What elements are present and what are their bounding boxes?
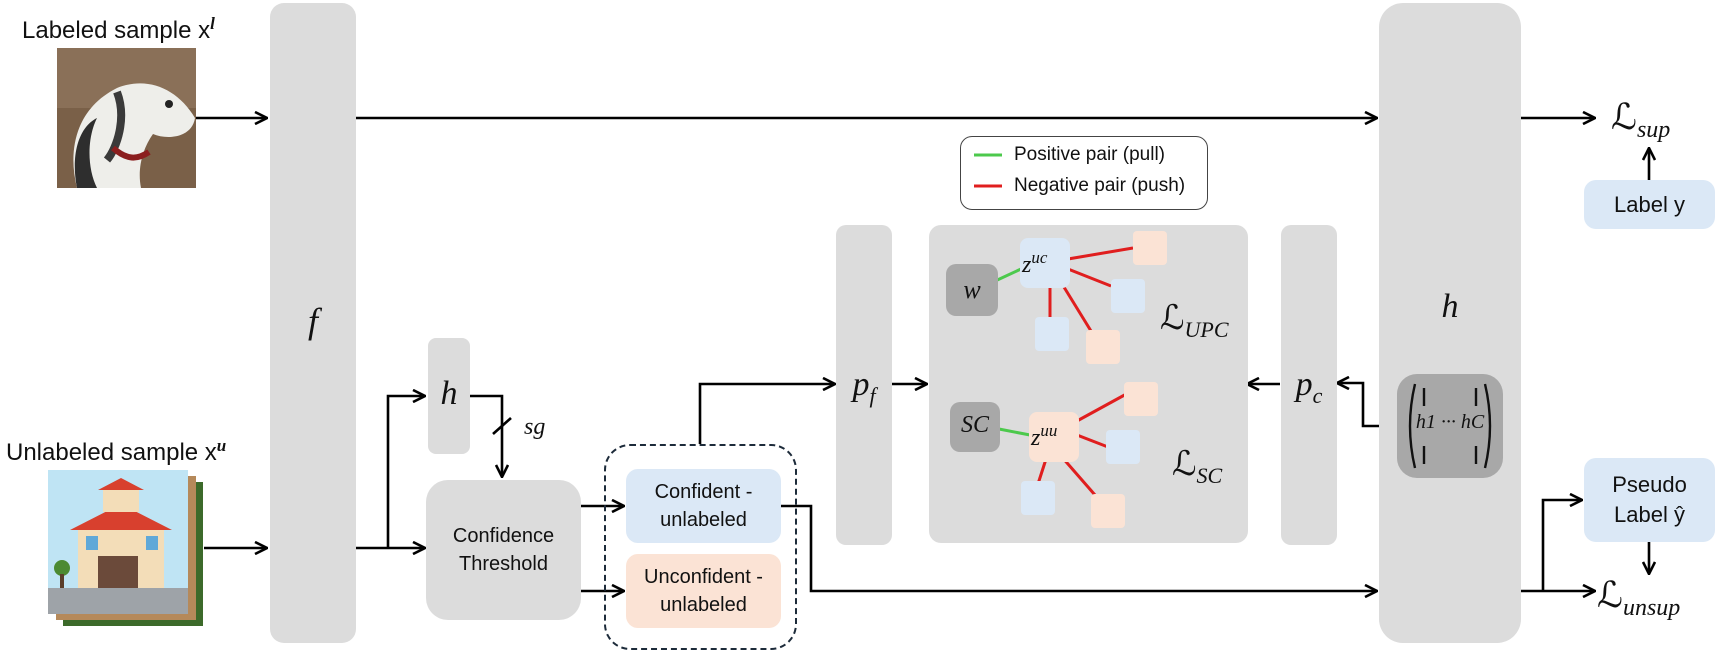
edge-sc-zuu-pos xyxy=(998,427,1031,437)
unlabeled-split-group xyxy=(604,444,797,650)
loss-unsup-symbol: ℒ xyxy=(1597,575,1623,616)
z-uc-sup: uc xyxy=(1031,248,1048,267)
anchor-w-label: w xyxy=(963,275,981,304)
classifier-matrix-box xyxy=(1397,374,1503,478)
unconfident-unlabeled-box: Unconfident -unlabeled xyxy=(626,554,781,628)
edge-zuu-neg1 xyxy=(1076,390,1131,423)
anchor-sc-box xyxy=(950,402,1000,452)
edge-zuc-neg1 xyxy=(1067,246,1134,261)
z-uu-label: zuu xyxy=(1031,421,1057,452)
loss-unsup: ℒunsup xyxy=(1597,574,1680,622)
projector-pf-label: pf xyxy=(836,366,892,409)
loss-upc-symbol: ℒ xyxy=(1160,298,1185,338)
z-uc-label: zuc xyxy=(1022,248,1047,279)
z-uu-node xyxy=(1029,412,1079,462)
anchor-sc-label: SC xyxy=(960,412,989,438)
loss-unsup-sub: unsup xyxy=(1622,595,1681,622)
negative-sample-square xyxy=(1124,382,1158,416)
unlabeled-sample-sup: u xyxy=(216,436,227,455)
projector-pf-sub: f xyxy=(869,382,876,408)
unlabeled-sample-label: Unlabeled sample xu xyxy=(6,436,226,467)
unlabeled-sample-image xyxy=(48,470,188,614)
z-uu-base: z xyxy=(1031,425,1041,451)
loss-sup: ℒsup xyxy=(1611,96,1670,144)
legend xyxy=(960,136,1208,210)
pseudo-label-box: Pseudo Label ŷ xyxy=(1584,458,1715,542)
negative-sample-square xyxy=(1086,330,1120,364)
anchor-w-box xyxy=(946,264,998,316)
legend-swatches xyxy=(974,153,1002,188)
confident-unlabeled-box: Confident -unlabeled xyxy=(626,469,781,543)
labeled-sample-image xyxy=(57,48,196,188)
stop-grad-tick xyxy=(492,417,512,435)
loss-sup-symbol: ℒ xyxy=(1611,97,1637,138)
negative-sample-square xyxy=(1035,317,1069,351)
loss-upc: ℒUPC xyxy=(1160,298,1229,343)
negative-sample-square xyxy=(1111,279,1145,313)
legend-negative-label: Negative pair (push) xyxy=(1014,175,1186,196)
classifier-h-label: h xyxy=(1441,288,1459,325)
projector-pf-base: p xyxy=(852,366,870,403)
encoder-f-block xyxy=(270,3,356,643)
confidence-threshold-box: Confidence Threshold xyxy=(426,480,581,620)
loss-sc-sub: SC xyxy=(1196,462,1223,488)
edge-zuc-neg4 xyxy=(1057,278,1093,332)
negative-sample-square xyxy=(1133,231,1167,265)
unlabeled-sample-text: Unlabeled sample x xyxy=(6,439,217,466)
encoder-f-label: f xyxy=(307,301,318,341)
loss-sc: ℒSC xyxy=(1172,444,1222,489)
h-small-block xyxy=(428,338,470,454)
edge-zuu-neg2 xyxy=(1076,433,1109,449)
classifier-matrix-brackets xyxy=(1408,383,1492,469)
label-y-box: Label y xyxy=(1584,180,1715,229)
arrow-f-to-h-small xyxy=(386,396,424,548)
z-uc-base: z xyxy=(1022,252,1032,278)
labeled-sample-text: Labeled sample x xyxy=(22,17,211,44)
classifier-h-block xyxy=(1379,3,1521,643)
negative-sample-square xyxy=(1106,430,1140,464)
projector-pc-base: p xyxy=(1295,366,1313,403)
stop-grad-label: sg xyxy=(524,414,546,440)
arrow-to-pf xyxy=(698,384,834,444)
negative-sample-square xyxy=(1021,481,1055,515)
arrow-h-to-pseudo xyxy=(1541,500,1581,591)
z-uu-sup: uu xyxy=(1040,421,1058,440)
labeled-sample-sup: l xyxy=(210,14,215,33)
loss-upc-sub: UPC xyxy=(1184,316,1229,342)
h-small-label: h xyxy=(440,375,458,412)
z-uc-node xyxy=(1020,238,1070,288)
negative-sample-square xyxy=(1091,494,1125,528)
projector-pc-sub: c xyxy=(1312,382,1323,408)
projector-pc-label: pc xyxy=(1281,366,1337,409)
arrow-h-small-to-threshold xyxy=(470,394,502,476)
labeled-sample-label: Labeled sample xl xyxy=(22,14,215,45)
projector-pf-block xyxy=(836,225,892,545)
loss-sup-sub: sup xyxy=(1636,117,1671,144)
loss-sc-symbol: ℒ xyxy=(1172,444,1197,484)
edge-zuu-neg4 xyxy=(1059,455,1097,496)
classifier-matrix-label: h1 ··· hC xyxy=(1415,411,1485,433)
projector-pc-block xyxy=(1281,225,1337,545)
legend-positive-label: Positive pair (pull) xyxy=(1014,144,1165,165)
edge-zuc-neg2 xyxy=(1067,267,1112,288)
